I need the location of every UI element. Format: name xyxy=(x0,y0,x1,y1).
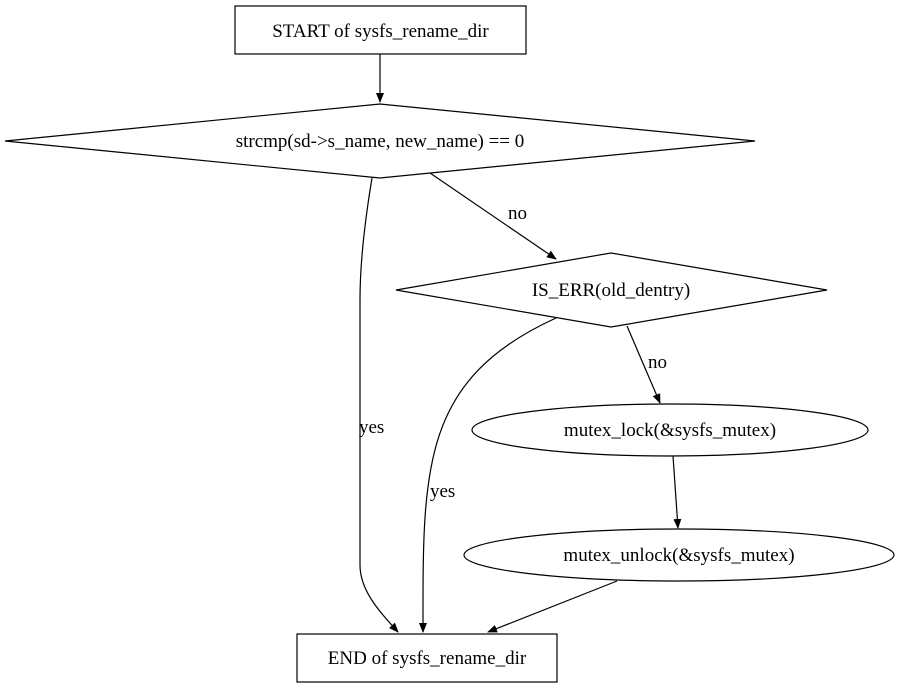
node-unlock: mutex_unlock(&sysfs_mutex) xyxy=(463,528,895,582)
node-end-label: END of sysfs_rename_dir xyxy=(328,648,527,669)
node-cond1-label: strcmp(sd->s_name, new_name) == 0 xyxy=(236,131,525,152)
node-unlock-shape xyxy=(463,528,895,582)
edge-unlock-to-end xyxy=(487,580,618,633)
node-lock-shape xyxy=(471,403,869,457)
edge-cond2-to-lock xyxy=(626,325,661,404)
edge-label-cond2-no: no xyxy=(648,352,667,373)
node-cond2: IS_ERR(old_dentry) xyxy=(395,252,828,328)
node-start-label: START of sysfs_rename_dir xyxy=(272,21,489,42)
edge-cond2-to-end xyxy=(418,317,557,633)
node-start: START of sysfs_rename_dir xyxy=(234,5,527,55)
edge-label-cond1-yes: yes xyxy=(359,417,384,438)
node-cond1: strcmp(sd->s_name, new_name) == 0 xyxy=(4,103,756,179)
node-lock-label: mutex_lock(&sysfs_mutex) xyxy=(564,420,776,441)
node-cond2-label: IS_ERR(old_dentry) xyxy=(532,280,690,301)
node-end: END of sysfs_rename_dir xyxy=(296,633,558,683)
edge-cond1-to-end xyxy=(359,177,399,633)
edge-lock-to-unlock xyxy=(672,455,682,529)
node-unlock-label: mutex_unlock(&sysfs_mutex) xyxy=(563,545,794,566)
edges: no yes yes no xyxy=(359,54,682,633)
node-lock: mutex_lock(&sysfs_mutex) xyxy=(471,403,869,457)
edge-label-cond1-no: no xyxy=(508,203,527,224)
edge-cond1-to-cond2 xyxy=(429,172,557,260)
edge-label-cond2-yes: yes xyxy=(430,481,455,502)
